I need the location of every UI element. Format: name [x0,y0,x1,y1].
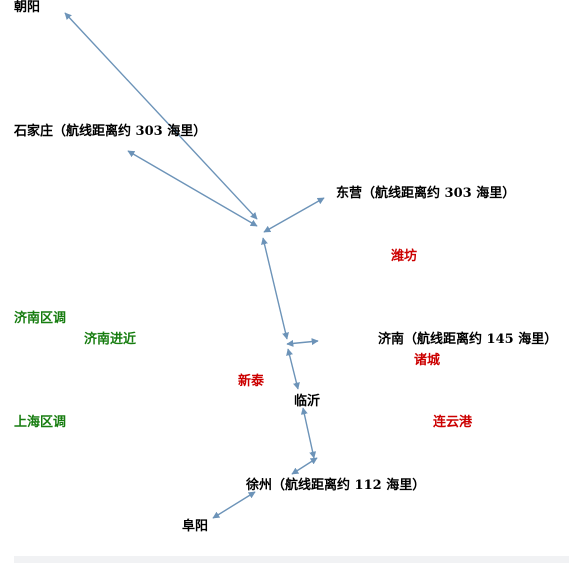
label-xintai: 新泰 [238,374,265,389]
label-zhucheng: 诸城 [414,353,441,368]
label-jinan-app: 济南进近 [84,332,137,347]
route-line-junction-jinan [261,237,289,340]
route-line-jinan-stub [286,338,319,347]
route-line-shijiazhuang [127,150,258,227]
route-line-xuzhou-fuyang [212,491,256,519]
route-line-jinan-linyi [286,348,300,390]
footer-strip [14,556,569,563]
label-weifang: 潍坊 [391,249,418,264]
route-line-xuzhou-stub [291,457,318,475]
route-line-chaoyang [64,12,258,220]
label-jinan-acc: 济南区调 [14,311,67,326]
label-shijiazhuang: 石家庄（航线距离约 303 海里） [14,124,207,139]
route-line-linyi-xuzhou [300,407,317,459]
label-lianyungang: 连云港 [433,415,473,430]
label-jinan: 济南（航线距离约 145 海里） [378,332,558,347]
label-fuyang: 阜阳 [182,519,209,534]
label-dongying: 东营（航线距离约 303 海里） [336,186,516,201]
label-xuzhou: 徐州（航线距离约 112 海里） [246,478,426,493]
label-shanghai-acc: 上海区调 [14,415,67,430]
route-line-dongying [263,197,325,233]
label-linyi: 临沂 [294,394,321,409]
label-chaoyang: 朝阳 [14,0,41,15]
